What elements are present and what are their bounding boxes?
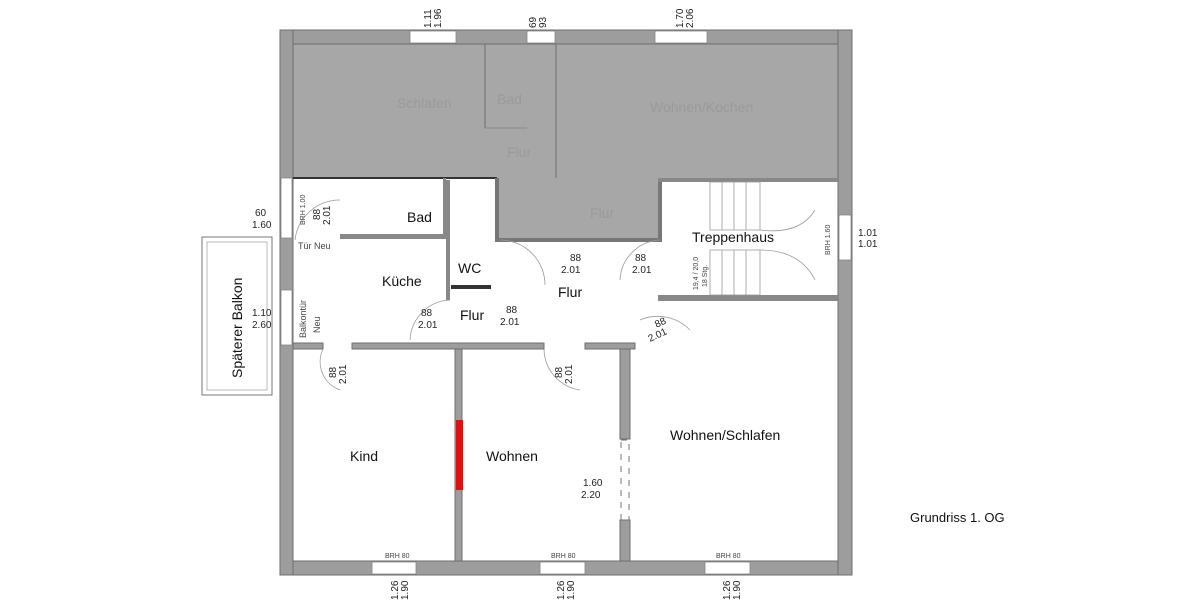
dim-door-kind-b: 2.01 (338, 364, 349, 384)
dim-top-win1-a: 1.11 (423, 9, 434, 28)
note-tuer-neu: Tür Neu (298, 241, 331, 251)
dim-bottom-win3-b: 1.90 (732, 580, 743, 600)
room-label-kind: Kind (350, 448, 378, 464)
dim-door-bad-a: 88 (312, 208, 323, 220)
dim-top-win2-b: 93 (538, 16, 549, 28)
dim-door-kueche-b: 2.01 (418, 320, 438, 331)
dim-top-win2-a: 69 (528, 16, 539, 28)
dim-left-win-b: 1.60 (252, 220, 272, 231)
room-label-schlafen: Schlafen (397, 95, 451, 111)
interior-walls (292, 177, 838, 562)
note-stairs-2: 18 Stg. (702, 265, 709, 287)
dim-door-flur-wc-a: 88 (570, 253, 582, 264)
dim-top-win3-a: 1.70 (675, 8, 686, 28)
dim-balcony-door-a: 1.10 (252, 308, 272, 319)
note-balkontuer: Balkontür (298, 300, 308, 338)
room-label-flur-upper-2: Flur (590, 205, 614, 221)
room-label-bad-upper: Bad (497, 91, 522, 107)
dim-door-wohnen-b: 2.01 (564, 364, 575, 384)
dim-door-treppenhaus-a: 88 (635, 253, 647, 264)
dim-bottom-win1-b: 1.90 (400, 580, 411, 600)
note-stairs-1: 19,4 / 20,0 (693, 257, 700, 290)
dim-top-win1-b: 1.96 (433, 8, 444, 28)
dim-door-wohnen-a: 88 (554, 366, 565, 378)
dim-door-kueche-a: 88 (421, 308, 433, 319)
dim-door-flur-small-b: 2.01 (500, 317, 520, 328)
dim-door-wohnen-schlafen-b: 2.01 (647, 326, 670, 344)
room-label-flur: Flur (558, 284, 582, 300)
dim-bottom-win2-a: 1.26 (556, 580, 567, 600)
dim-opening-wohnen-b: 2.20 (581, 490, 601, 501)
dim-right-win-b: 1.01 (858, 239, 878, 250)
dim-opening-wohnen-a: 1.60 (583, 478, 603, 489)
outer-walls (279, 29, 853, 576)
dim-door-flur-small-a: 88 (506, 305, 518, 316)
room-label-balkon: Späterer Balkon (229, 278, 245, 378)
dim-door-treppenhaus-b: 2.01 (632, 265, 652, 276)
room-label-wohnen-schlafen: Wohnen/Schlafen (670, 427, 780, 443)
note-balkontuer-neu: Neu (312, 316, 322, 333)
room-label-treppenhaus: Treppenhaus (692, 229, 774, 245)
room-label-flur-upper: Flur (507, 144, 531, 160)
note-brh-80-3: BRH 80 (716, 553, 741, 560)
dim-door-bad-b: 2.01 (322, 205, 333, 225)
dim-bottom-win2-b: 1.90 (566, 580, 577, 600)
dim-door-flur-wc-b: 2.01 (561, 265, 581, 276)
note-brh-160: BRH 1.60 (825, 225, 832, 255)
drawing-title: Grundriss 1. OG (910, 510, 1005, 525)
dim-bottom-win3-a: 1.26 (722, 580, 733, 600)
dim-door-kind-a: 88 (328, 366, 339, 378)
note-brh-80-2: BRH 80 (551, 553, 576, 560)
dim-right-win-a: 1.01 (858, 228, 878, 239)
dim-balcony-door-b: 2.60 (252, 320, 272, 331)
upper-unit (293, 44, 838, 240)
note-brh-80-1: BRH 80 (385, 553, 410, 560)
staircase (709, 181, 816, 296)
dim-left-win-a: 60 (255, 208, 267, 219)
door-swings (294, 199, 691, 391)
room-label-bad: Bad (407, 209, 432, 225)
highlighted-wall (456, 420, 463, 490)
room-label-flur-small: Flur (460, 307, 484, 323)
dim-door-wohnen-schlafen-a: 88 (653, 316, 668, 331)
room-label-wohnen-kochen: Wohnen/Kochen (650, 99, 753, 115)
windows (280, 30, 852, 575)
dim-top-win3-b: 2.06 (685, 8, 696, 28)
balcony (201, 236, 273, 396)
room-label-kueche: Küche (382, 273, 422, 289)
dim-bottom-win1-a: 1.26 (390, 580, 401, 600)
note-brh-100: BRH 1.00 (300, 195, 307, 225)
room-label-wohnen: Wohnen (486, 448, 538, 464)
room-label-wc: WC (458, 260, 481, 276)
